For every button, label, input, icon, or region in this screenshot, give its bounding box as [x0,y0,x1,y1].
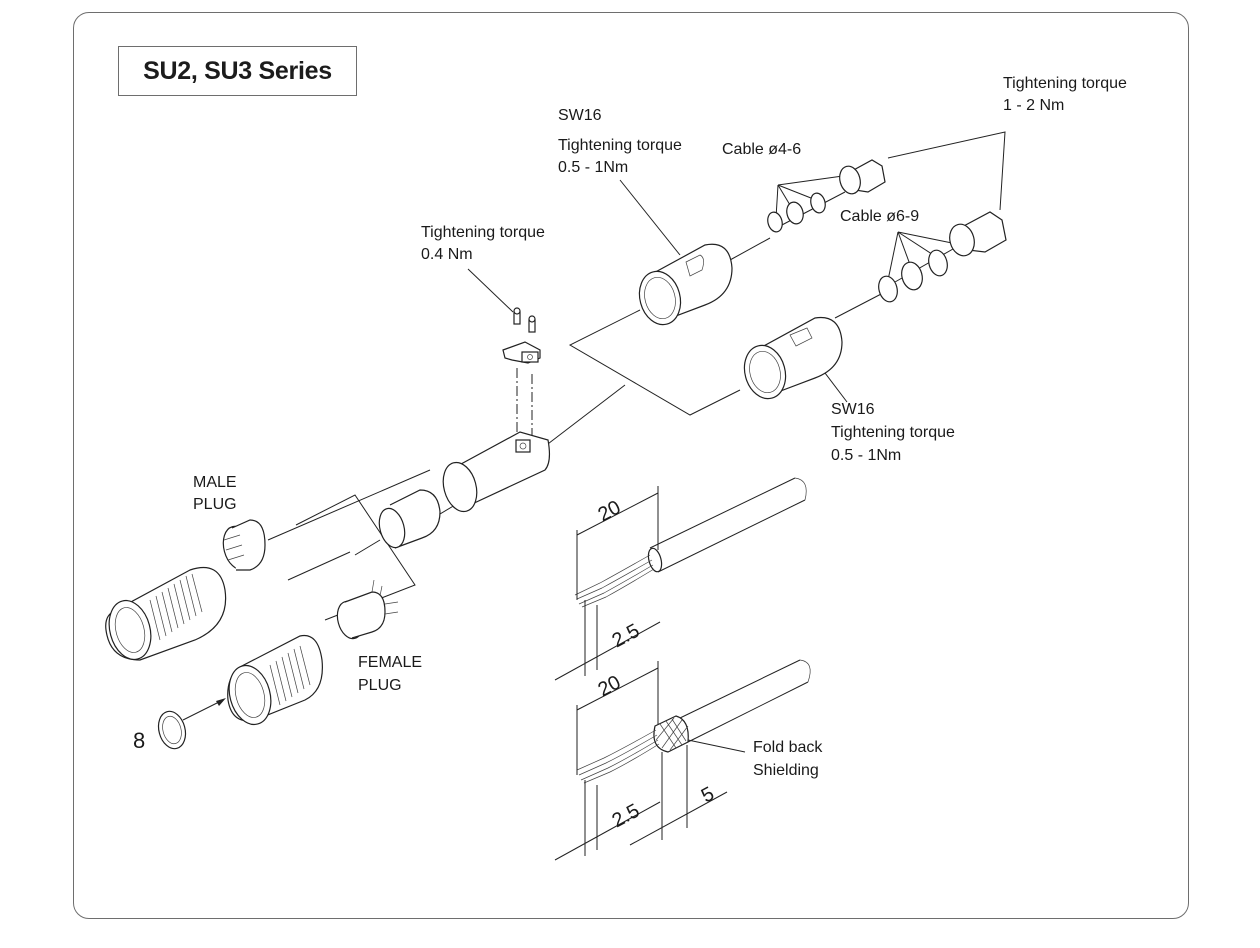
svg-text:Shielding: Shielding [753,762,819,779]
cable-seal-set-small [767,192,826,233]
strain-relief-clamp [502,341,541,364]
svg-text:FEMALE: FEMALE [358,654,422,671]
label-fold-back-shielding: Fold back Shielding [753,739,823,779]
svg-text:Tightening torque: Tightening torque [558,137,682,154]
diagram-frame [73,12,1189,919]
svg-text:0.4 Nm: 0.4 Nm [421,246,473,263]
svg-text:PLUG: PLUG [358,677,402,694]
screw [528,315,536,333]
female-insert [336,579,399,640]
cable-strip-detail-shielded [554,659,811,861]
male-plug-body [105,566,227,661]
svg-text:MALE: MALE [193,474,237,491]
label-sw16-lower: SW16 Tightening torque 0.5 - 1Nm [831,401,955,464]
sw16-coupling-nut-lower [743,316,843,400]
svg-text:1 - 2 Nm: 1 - 2 Nm [1003,97,1064,114]
svg-text:Tightening torque: Tightening torque [831,424,955,441]
label-ring-number: 8 [133,728,145,753]
dimension-strip-length-2: 20 [594,671,624,701]
diagram-title: SU2, SU3 Series [143,56,332,85]
cable-gland-large [949,211,1007,257]
label-female-plug: FEMALE PLUG [358,654,422,694]
svg-text:0.5 - 1Nm: 0.5 - 1Nm [558,159,628,176]
cable-seal-set-large [878,249,948,303]
female-plug-body [227,634,323,726]
sleeve [378,489,441,549]
label-male-plug: MALE PLUG [193,474,237,513]
screw [513,307,521,325]
svg-text:Tightening torque: Tightening torque [421,224,545,241]
clamp-housing [442,431,551,513]
cable-strip-detail-unshielded [554,477,807,681]
dimension-shield-length: 5 [698,783,718,808]
label-clamp-torque: Tightening torque 0.4 Nm [421,224,545,263]
label-sw16-upper: SW16 Tightening torque 0.5 - 1Nm [558,107,682,176]
label-cable-large: Cable ø6-9 [840,208,919,225]
o-ring [157,710,187,750]
label-gland-torque: Tightening torque 1 - 2 Nm [1003,75,1127,114]
svg-text:0.5 - 1Nm: 0.5 - 1Nm [831,447,901,464]
sw16-coupling-nut-upper [638,243,733,326]
svg-text:SW16: SW16 [831,401,875,418]
male-insert [222,519,266,571]
svg-text:PLUG: PLUG [193,496,237,513]
svg-text:Tightening torque: Tightening torque [1003,75,1127,92]
svg-text:Fold back: Fold back [753,739,823,756]
dimension-strip-length-1: 20 [594,496,624,526]
label-cable-small: Cable ø4-6 [722,141,801,158]
svg-text:SW16: SW16 [558,107,602,124]
title-box: SU2, SU3 Series [118,46,357,96]
cable-gland-small [839,159,886,195]
